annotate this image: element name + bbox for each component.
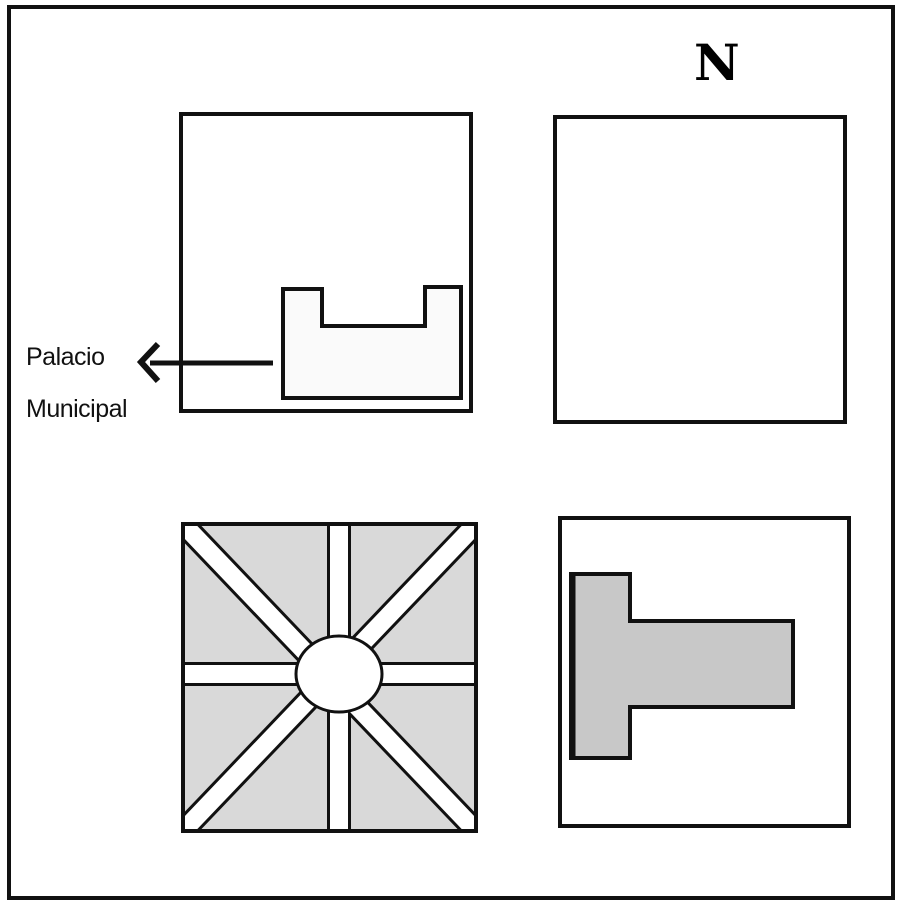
plaza-central-circle <box>294 634 384 714</box>
callout-label-line2: Municipal <box>26 395 128 423</box>
plaza-block <box>181 522 478 833</box>
t-shaped-building <box>569 572 795 760</box>
callout-arrow <box>136 341 273 384</box>
block-northwest <box>179 112 473 413</box>
north-indicator: N <box>694 33 740 92</box>
map-frame <box>7 5 895 900</box>
block-southeast <box>558 516 851 828</box>
callout-label-line1: Palacio <box>26 343 105 371</box>
palacio-municipal-building <box>281 285 463 400</box>
block-northeast <box>553 115 847 424</box>
